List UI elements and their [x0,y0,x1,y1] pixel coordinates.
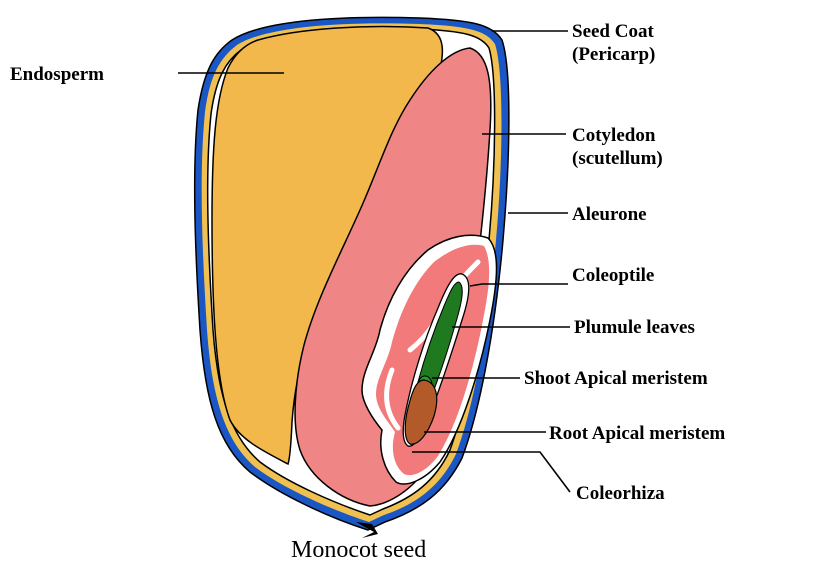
label-seed-coat: Seed Coat [572,21,654,42]
label-coleorhiza: Coleorhiza [576,483,665,504]
label-plumule: Plumule leaves [574,317,695,338]
label-root-meristem: Root Apical meristem [549,423,725,444]
caption: Monocot seed [291,537,426,563]
label-pericarp: (Pericarp) [572,44,655,65]
label-scutellum: (scutellum) [572,148,663,169]
label-shoot-meristem: Shoot Apical meristem [524,368,708,389]
label-cotyledon: Cotyledon [572,125,656,146]
label-aleurone: Aleurone [572,204,647,225]
label-endosperm: Endosperm [10,64,104,85]
label-coleoptile: Coleoptile [572,265,654,286]
